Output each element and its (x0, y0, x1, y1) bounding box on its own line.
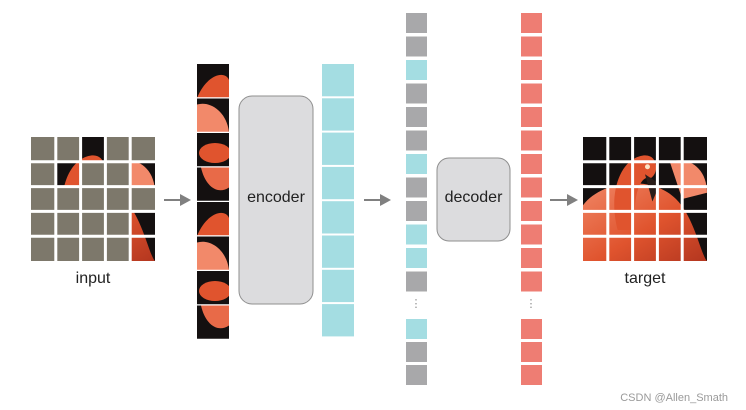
decoder-input-token (406, 60, 427, 80)
latent-token (322, 201, 354, 234)
input-image (31, 137, 155, 261)
masked-patch (80, 186, 106, 212)
decoder-output-token (521, 177, 542, 198)
decoder-input-column (406, 13, 427, 385)
masked-patch (105, 161, 131, 187)
latent-token (322, 304, 354, 337)
visible-patches-column (197, 64, 229, 341)
decoder-output-column (521, 13, 542, 385)
decoder-input-token (406, 154, 427, 174)
decoder-output-token (521, 130, 542, 151)
decoder-output-token (521, 60, 542, 80)
visible-patch (197, 236, 229, 271)
decoder-input-token (406, 248, 427, 268)
decoder-output-token (521, 319, 542, 339)
masked-patch (105, 186, 131, 212)
masked-patch (31, 137, 56, 162)
masked-patch (80, 161, 106, 187)
visible-patch (197, 271, 229, 305)
latent-token (322, 64, 354, 97)
decoder-input-ellipsis: ⋮ (411, 297, 422, 310)
decoder-output-token (521, 83, 542, 104)
decoder-output-token (521, 342, 542, 362)
flow-arrow (550, 194, 578, 206)
encoder-label: encoder (247, 189, 305, 206)
masked-patch (130, 137, 155, 162)
latent-token (322, 166, 354, 200)
visible-patch (197, 133, 229, 167)
decoder-input-token (406, 36, 427, 57)
visible-patch (197, 167, 229, 202)
visible-patch (197, 98, 229, 133)
visible-patch (197, 202, 229, 236)
decoder-input-token (406, 224, 427, 245)
decoder-input-token (406, 107, 427, 127)
input-label: input (75, 270, 111, 287)
masked-patch (31, 211, 56, 237)
decoder-output-token (521, 201, 542, 221)
target-label: target (624, 270, 666, 287)
visible-patch (197, 64, 229, 98)
decoder-input-token (406, 271, 427, 292)
masked-patch (105, 236, 131, 261)
decoder-input-token (406, 319, 427, 339)
encoded-latents-column (322, 64, 354, 337)
decoder-output-token (521, 154, 542, 174)
decoder-input-token (406, 177, 427, 198)
decoder-output-token (521, 365, 542, 385)
decoder-output-ellipsis: ⋮ (526, 297, 537, 310)
latent-token (322, 98, 354, 131)
decoder-output-token (521, 248, 542, 268)
masked-patch (31, 161, 56, 187)
decoder-output-token (521, 271, 542, 292)
masked-patch (105, 211, 131, 237)
masked-patch (105, 137, 131, 162)
decoder-input-token (406, 342, 427, 362)
decoder-input-token (406, 130, 427, 151)
decoder-box (436, 157, 511, 242)
decoder-output-token (521, 224, 542, 245)
masked-patch (130, 186, 155, 212)
latent-token (322, 235, 354, 268)
visible-patch (197, 305, 229, 340)
masked-patch (80, 236, 106, 261)
decoder-output-token (521, 13, 542, 33)
decoder-input-token (406, 13, 427, 33)
decoder-input-token (406, 201, 427, 221)
flow-arrow (164, 194, 191, 206)
latent-token (322, 132, 354, 165)
flow-arrow (364, 194, 391, 206)
encoder-box (238, 95, 314, 305)
decoder-label: decoder (444, 189, 503, 206)
decoder-input-token (406, 365, 427, 385)
masked-patch (31, 236, 56, 261)
decoder-output-token (521, 107, 542, 127)
decoder-output-token (521, 36, 542, 57)
masked-patch (55, 137, 81, 162)
masked-patch (55, 236, 81, 261)
target-image (583, 137, 707, 261)
watermark: CSDN @Allen_Smath (620, 392, 728, 404)
masked-patch (55, 186, 81, 212)
masked-patch (55, 211, 81, 237)
decoder-input-token (406, 83, 427, 104)
latent-token (322, 269, 354, 303)
masked-patch (31, 186, 56, 212)
masked-patch (80, 211, 106, 237)
